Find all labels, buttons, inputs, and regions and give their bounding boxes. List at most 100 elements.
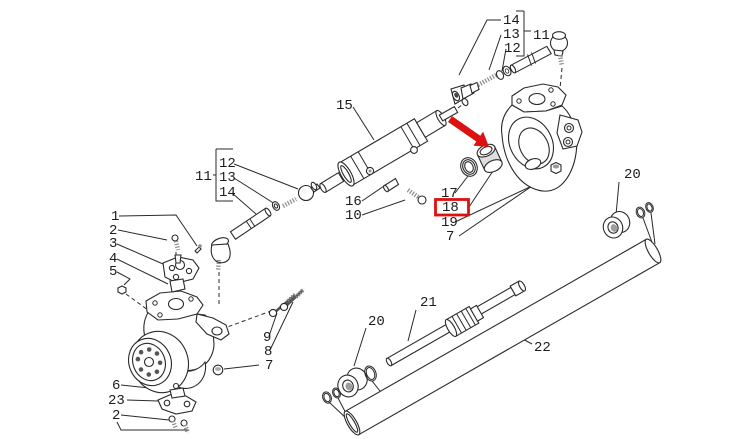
arm-hole-a [168,264,176,272]
leader-lines [116,10,656,431]
callout-3: 3 [109,236,117,252]
tab-hole-b-inner [565,139,571,145]
lower-arm-group [157,382,197,434]
callout-9: 9 [263,330,271,346]
grease-fitting-1 [194,246,202,254]
oring-right-b-inner [646,203,653,212]
grease-fitting-tip [198,244,202,248]
adjuster-collar-small [469,81,480,94]
tube-22-right-mouth [644,238,662,264]
hub-stud-7 [146,347,152,352]
hub-stud-5 [157,360,163,366]
callout-7-left: 7 [265,358,273,374]
leader-13-left [233,177,276,205]
leader-21 [407,309,417,342]
piston-collar [469,304,485,322]
plate-hole-l3 [157,312,163,318]
cylinder-clamp [400,122,421,150]
leader-14-top [458,19,501,76]
arm-bolt-hole [211,326,223,336]
callout-8: 8 [264,344,272,360]
hub-stud-4 [154,369,160,375]
hub-center [143,356,155,368]
clamp-pin-face [383,184,389,193]
callout-2-bottom: 2 [112,408,120,424]
sleeve-end-b [509,64,517,74]
piston-ribs [451,308,476,334]
callout-13-left: 13 [219,170,236,186]
callout-16: 16 [345,194,362,210]
bushing-20-right-shadow [610,224,618,232]
callout-labels: 14 13 11 12 15 11 12 13 14 16 10 17 18 1… [108,13,641,424]
leader-2 [117,229,168,241]
arm-hole-b [185,267,193,275]
plate-hole-c [550,101,556,107]
seal-small-b [332,387,341,399]
callout-7-mid: 7 [446,229,454,245]
knuckle-right-bore-inner [518,127,550,165]
callout-23: 23 [108,393,125,409]
kingpin-ball [172,273,180,281]
callout-5: 5 [109,264,117,280]
seal-and-bushing [460,143,503,177]
screw-2-thread [173,240,181,251]
hub-stud-1 [135,356,141,362]
callout-13-top: 13 [503,27,520,43]
leader-10 [361,199,406,216]
tube-22-left-bore [345,413,359,433]
red-arrow [448,116,489,147]
adjuster-thread-left [281,197,298,208]
sleeve-right-seams [527,52,536,66]
bushing-18 [476,143,503,174]
hub-stud-2 [138,367,144,372]
oring-right-a [635,206,646,219]
piston-21-left-face [444,318,458,338]
ball-joint-neck [553,49,564,57]
bolt-10-thread [406,188,421,200]
rod-left-bore [319,182,327,194]
leader-15 [352,106,375,141]
callout-1: 1 [111,209,119,225]
tie-rod-sleeve-left [229,207,272,240]
leader-23 [126,399,159,402]
bushing-18-hole [479,145,493,156]
ball-end-collar [310,181,318,191]
cone-6-ball [172,382,180,390]
rod-21-tip-face [517,280,527,292]
kingpin-bore [167,297,185,311]
seal-small-b-inner [333,388,340,398]
plug-7-top [215,367,221,371]
callout-12-top: 12 [504,41,521,57]
hub-stud-8 [138,349,144,355]
dash-bolts [221,310,272,330]
knuckle-left [128,290,230,394]
bushing-20-right-group [602,202,654,239]
callout-17: 17 [441,186,458,202]
callout-4: 4 [109,251,117,267]
bolt-8-head [279,302,289,312]
lock-nut-right [495,70,505,80]
plate-hole-l1 [152,300,158,306]
red-annotations [434,116,489,217]
nut-5 [117,285,127,295]
leader-17 [454,175,469,194]
steering-arm-group [117,234,202,295]
arm-stud [174,254,182,264]
screw-2-head [171,234,179,242]
washer-right-hole [504,68,510,74]
bushing-20-left-shadow [345,382,353,391]
tie-rod-end-body [210,243,231,264]
bracket-left [213,148,233,202]
sleeve-seams [245,218,256,229]
seal-small-a [322,391,332,404]
callout-2: 2 [109,223,117,239]
piston-rod-right [438,105,459,122]
cylinder-left-face [340,165,352,183]
knuckle-housing-right [501,83,583,192]
callout-22: 22 [534,340,551,356]
callout-15: 15 [336,98,353,114]
callout-20-right: 20 [624,167,641,183]
leader-2-bottom [116,414,189,431]
